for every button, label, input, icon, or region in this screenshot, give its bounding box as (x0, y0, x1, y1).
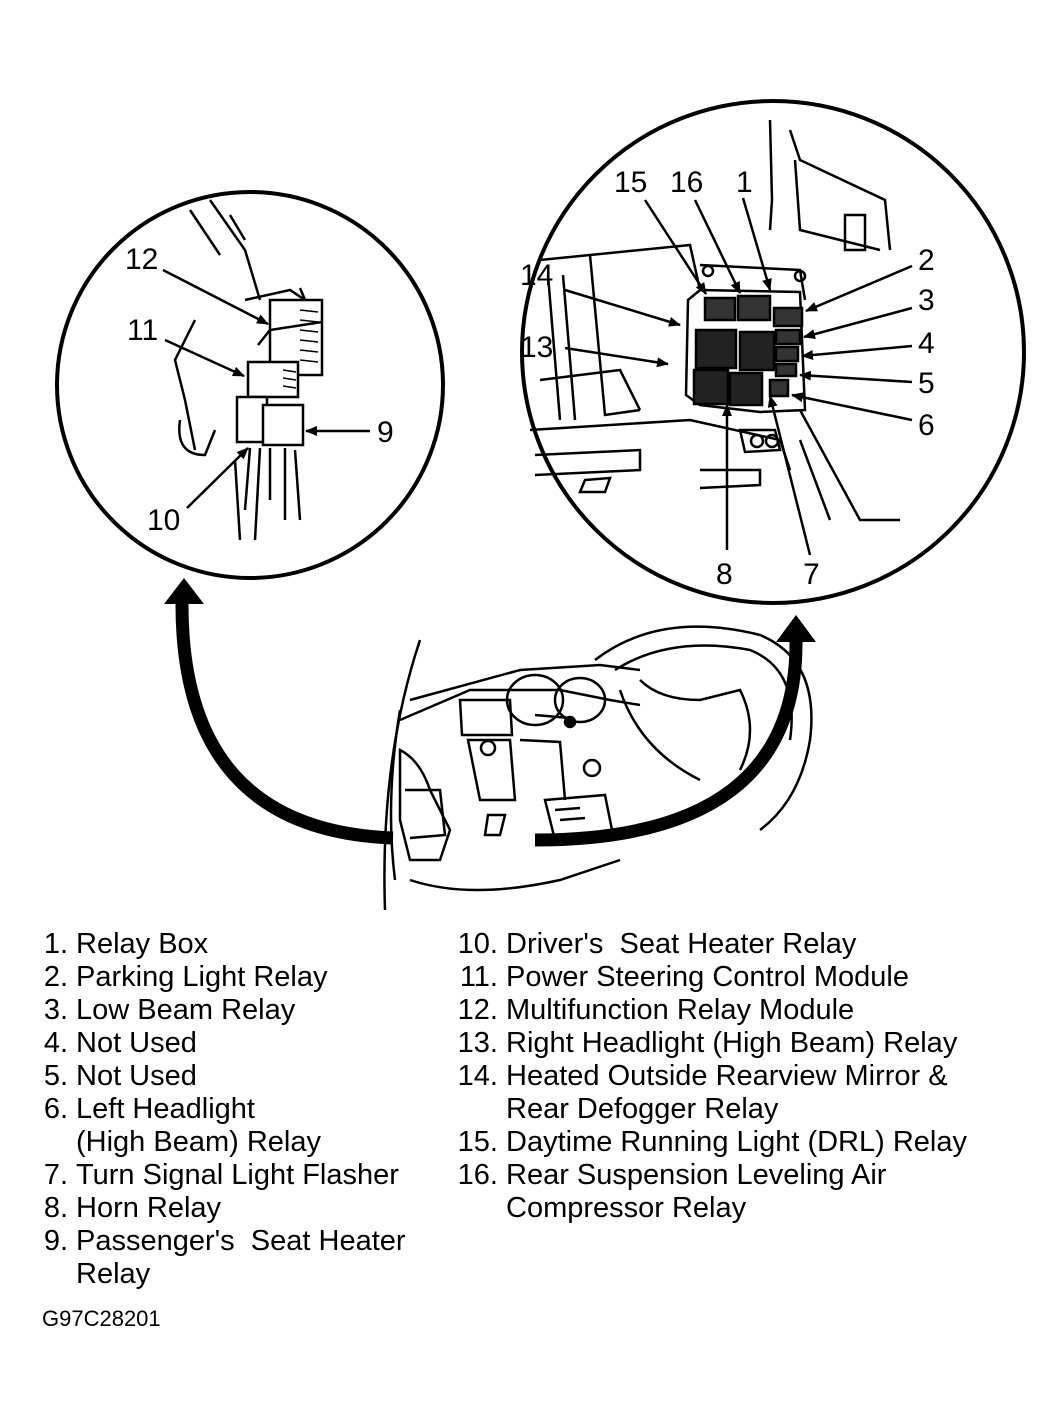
legend-number: 14. (457, 1060, 498, 1092)
left-relay-artwork (173, 199, 324, 541)
callout-5: 5 (918, 367, 935, 400)
legend-item: 3.Low Beam Relay (38, 994, 406, 1027)
legend-text: Low Beam Relay (76, 994, 296, 1026)
legend-text: Driver's Seat Heater Relay (506, 928, 857, 960)
callout-10: 10 (147, 504, 180, 537)
callout-16: 16 (670, 166, 703, 199)
callout-12: 12 (125, 243, 158, 276)
legend-number: 10. (457, 928, 498, 960)
legend-text: Rear Defogger Relay (506, 1093, 779, 1125)
legend-number: 3. (43, 994, 68, 1026)
left-detail-circle: 12 11 9 10 (55, 190, 445, 580)
legend-number: 15. (457, 1126, 498, 1158)
legend-item: 7.Turn Signal Light Flasher (38, 1159, 406, 1192)
legend-text: Right Headlight (High Beam) Relay (506, 1027, 958, 1059)
legend-text: Relay (76, 1258, 151, 1290)
legend-text: Power Steering Control Module (506, 961, 909, 993)
legend-item: 14.Heated Outside Rearview Mirror & (452, 1060, 967, 1093)
legend-text: Turn Signal Light Flasher (76, 1159, 399, 1191)
legend-number: 1. (43, 928, 68, 960)
figure-id: G97C28201 (42, 1306, 161, 1331)
legend-text: Multifunction Relay Module (506, 994, 855, 1026)
legend-item: 5.Not Used (38, 1060, 406, 1093)
legend-item: 12.Multifunction Relay Module (452, 994, 967, 1027)
legend-text: Not Used (76, 1060, 197, 1092)
legend-text: Not Used (76, 1027, 197, 1059)
legend-item: 1.Relay Box (38, 928, 406, 961)
legend-text: Passenger's Seat Heater (76, 1225, 406, 1257)
legend-item: 6.Left Headlight (38, 1093, 406, 1126)
legend-text: Parking Light Relay (76, 961, 328, 993)
legend-text: Rear Suspension Leveling Air (506, 1159, 887, 1191)
legend-text: Left Headlight (76, 1093, 255, 1125)
legend-number: 9. (43, 1225, 68, 1257)
callout-15: 15 (614, 166, 647, 199)
legend-number: 16. (457, 1159, 498, 1191)
legend-number (452, 1192, 506, 1225)
dashboard-overview (383, 625, 813, 910)
legend-text: Relay Box (76, 928, 209, 960)
callout-6: 6 (918, 409, 935, 442)
callout-3: 3 (918, 284, 935, 317)
legend-number: 4. (43, 1027, 68, 1059)
callout-8: 8 (716, 558, 733, 591)
relay-location-diagram: 12 11 9 10 (55, 99, 1026, 910)
legend-text: Heated Outside Rearview Mirror & (506, 1060, 948, 1092)
legend-text: Horn Relay (76, 1192, 222, 1224)
callout-14: 14 (520, 259, 553, 292)
legend-text: Daytime Running Light (DRL) Relay (506, 1126, 967, 1158)
callout-9: 9 (377, 416, 394, 449)
legend-number: 13. (457, 1027, 498, 1059)
legend-number: 7. (43, 1159, 68, 1191)
legend-number: 8. (43, 1192, 68, 1224)
legend-number (38, 1126, 76, 1159)
legend-number (38, 1258, 76, 1291)
legend-item: Rear Defogger Relay (452, 1093, 967, 1126)
legend-number (452, 1093, 506, 1126)
legend-number: 11. (459, 961, 498, 993)
legend-item: 11.Power Steering Control Module (452, 961, 967, 994)
legend-number: 2. (43, 961, 68, 993)
legend-item: 9.Passenger's Seat Heater (38, 1225, 406, 1258)
legend-item: 2.Parking Light Relay (38, 961, 406, 994)
legend-item: 16.Rear Suspension Leveling Air (452, 1159, 967, 1192)
legend-item: Relay (38, 1258, 406, 1291)
legend-item: 15.Daytime Running Light (DRL) Relay (452, 1126, 967, 1159)
legend-number: 5. (43, 1060, 68, 1092)
legend-item: (High Beam) Relay (38, 1126, 406, 1159)
right-detail-circle: 15 16 1 2 3 4 5 6 14 13 8 7 (520, 99, 1026, 605)
pointer-arrows (164, 578, 816, 847)
legend-item: 10.Driver's Seat Heater Relay (452, 928, 967, 961)
legend-text: (High Beam) Relay (76, 1126, 321, 1158)
callout-2: 2 (918, 244, 935, 277)
relay-box-block (684, 288, 807, 414)
legend-item: Compressor Relay (452, 1192, 967, 1225)
callout-4: 4 (918, 327, 935, 360)
callout-1: 1 (736, 166, 753, 199)
callout-11: 11 (127, 314, 158, 347)
legend-text: Compressor Relay (506, 1192, 747, 1224)
legend-item: 4.Not Used (38, 1027, 406, 1060)
legend-number: 6. (43, 1093, 68, 1125)
callout-7: 7 (803, 558, 820, 591)
legend-item: 13.Right Headlight (High Beam) Relay (452, 1027, 967, 1060)
callout-13: 13 (520, 331, 553, 364)
legend-number: 12. (457, 994, 498, 1026)
legend-item: 8.Horn Relay (38, 1192, 406, 1225)
